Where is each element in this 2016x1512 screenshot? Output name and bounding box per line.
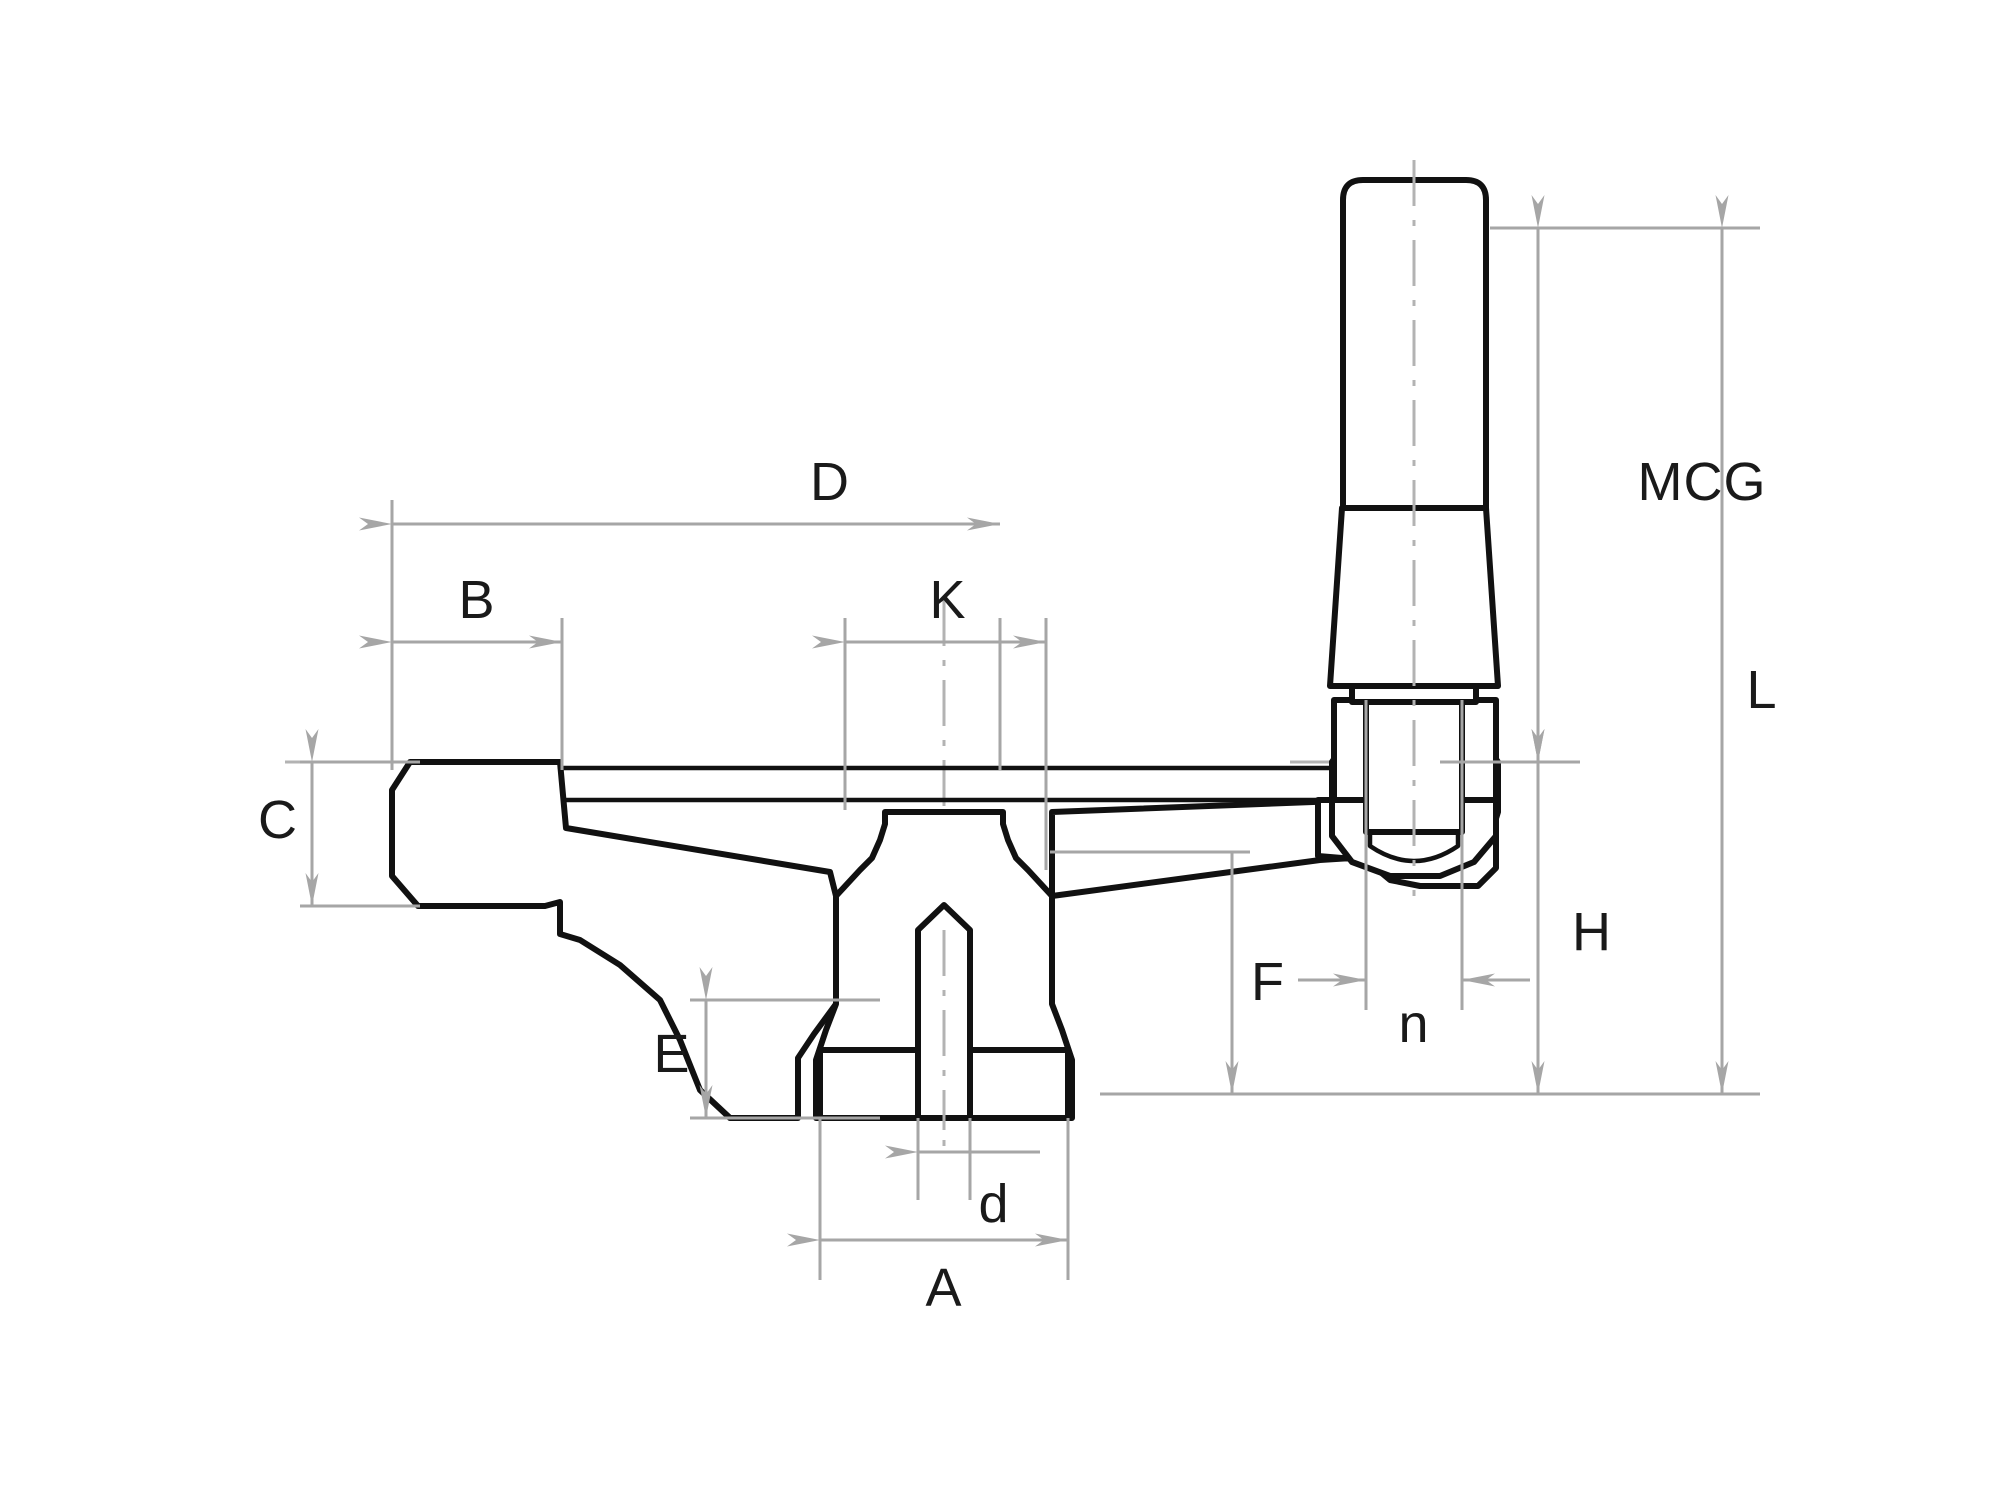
dimension-L: L bbox=[1100, 195, 1777, 1096]
dimension-label-A: A bbox=[925, 1258, 962, 1318]
dimension-label-MCG: MCG bbox=[1638, 452, 1767, 512]
dimension-label-L: L bbox=[1746, 660, 1777, 720]
dimension-label-E: E bbox=[653, 1024, 690, 1084]
dimension-label-D: D bbox=[810, 452, 850, 512]
dimension-F: F bbox=[1050, 850, 1285, 1094]
dimension-label-C: C bbox=[258, 790, 298, 850]
dimension-d: d bbox=[885, 1118, 1040, 1234]
dimension-label-d: d bbox=[978, 1174, 1009, 1234]
dimension-label-B: B bbox=[458, 570, 495, 630]
dimension-label-H: H bbox=[1572, 902, 1612, 962]
rim-left bbox=[389, 759, 839, 1121]
dimension-label-K: K bbox=[929, 570, 966, 630]
dimension-label-n: n bbox=[1398, 994, 1429, 1054]
dimension-K: K bbox=[812, 570, 1048, 870]
dimension-C: C bbox=[258, 729, 420, 908]
dimension-E: E bbox=[653, 967, 880, 1120]
dimension-n: n bbox=[1298, 700, 1530, 1054]
dimension-A: A bbox=[787, 1118, 1070, 1318]
dimension-B: B bbox=[359, 570, 564, 770]
dimension-label-F: F bbox=[1251, 952, 1285, 1012]
